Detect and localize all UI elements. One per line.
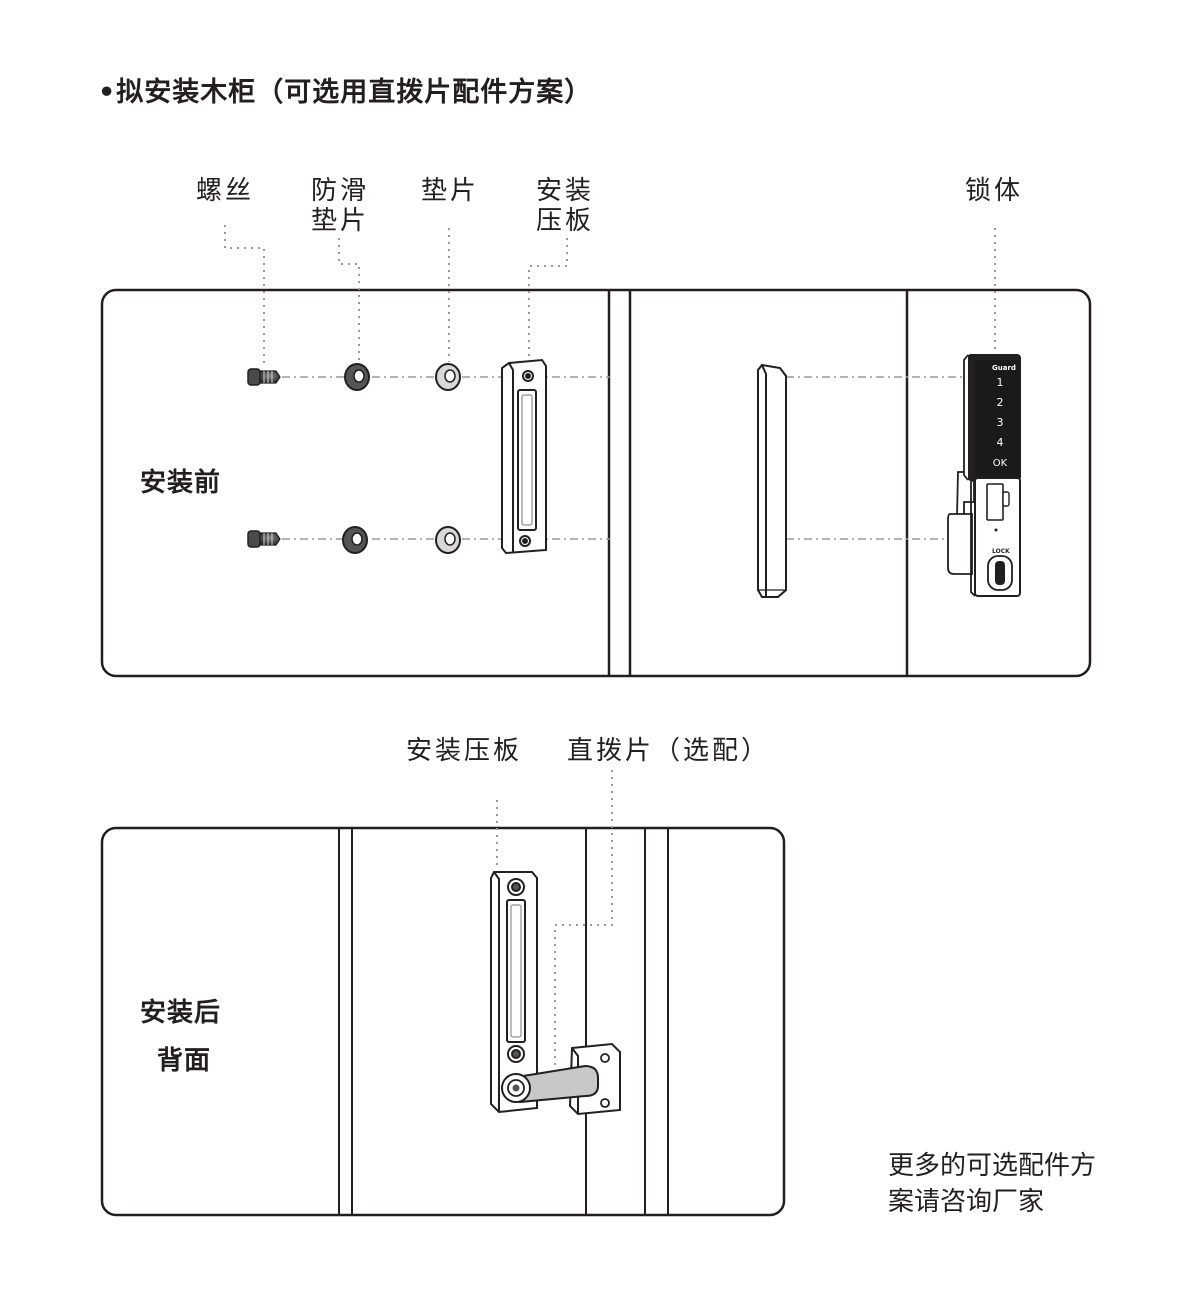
mount-plate-installed xyxy=(490,871,538,1114)
screw-top xyxy=(247,368,281,386)
alignment-lines xyxy=(282,376,968,540)
consult-note: 更多的可选配件方案请咨询厂家 xyxy=(888,1151,1097,1217)
antislip-washer-bottom xyxy=(342,526,368,554)
label-washer: 垫片 xyxy=(421,176,480,206)
label-antislip-washer: 防滑垫片 xyxy=(310,176,369,236)
top-panel xyxy=(100,288,1092,678)
label-lock-body: 锁体 xyxy=(965,176,1024,206)
key-4: 4 xyxy=(997,436,1004,449)
label-screw: 螺丝 xyxy=(196,176,255,206)
leader-lines-bottom xyxy=(496,770,613,1074)
washer-top xyxy=(435,363,461,391)
key-2: 2 xyxy=(997,396,1004,409)
label-mount-plate-bottom: 安装压板 xyxy=(406,736,523,766)
svg-text:LOCK: LOCK xyxy=(992,548,1010,555)
label-before-install: 安装前 xyxy=(140,468,222,498)
page-title: •拟安装木柜（可选用直拨片配件方案） xyxy=(98,77,593,108)
keypad-keys: 1 2 3 4 OK xyxy=(993,376,1008,469)
label-lever-optional: 直拨片（选配） xyxy=(567,736,771,766)
brand-logo: Guard xyxy=(992,364,1016,372)
antislip-washer-top xyxy=(344,363,370,391)
label-back-side: 背面 xyxy=(157,1046,212,1076)
washer-bottom xyxy=(435,526,461,554)
label-mount-plate: 安装压板 xyxy=(535,176,594,236)
bottom-panel xyxy=(100,826,786,1217)
mount-plate-top xyxy=(501,358,547,555)
key-3: 3 xyxy=(997,416,1004,429)
leader-lines-top xyxy=(224,225,996,368)
label-after-install: 安装后 xyxy=(140,998,222,1028)
lever-plate xyxy=(501,1042,621,1116)
key-1: 1 xyxy=(997,376,1004,389)
lock-body: LOCK xyxy=(947,354,1021,597)
key-ok: OK xyxy=(993,458,1008,469)
screw-bottom xyxy=(247,530,281,548)
handle-strip xyxy=(757,363,787,598)
